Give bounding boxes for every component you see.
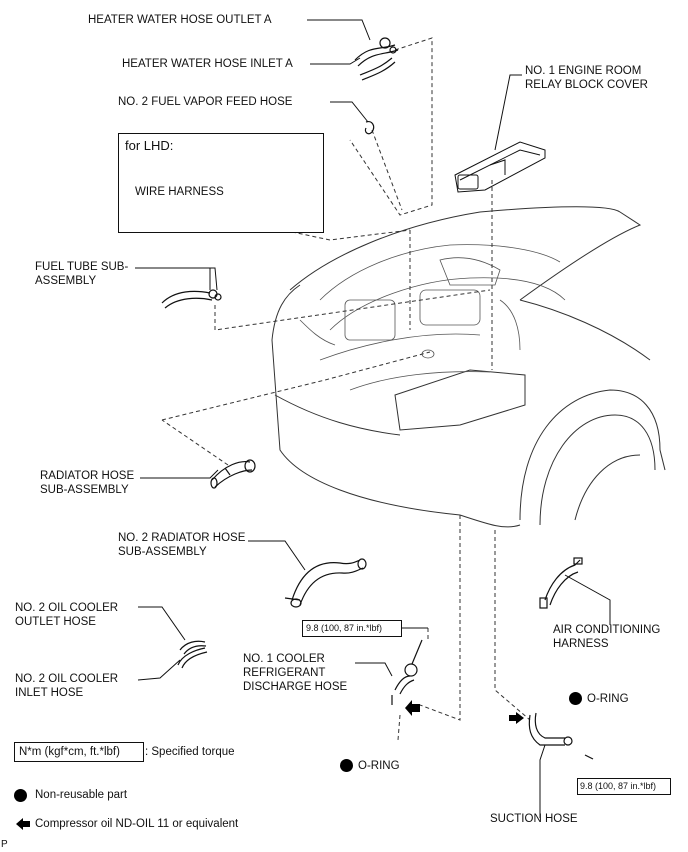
legend-non-reusable-text: Non-reusable part: [35, 789, 128, 801]
oil-cooler-hoses-part: [177, 640, 208, 669]
label-heater-inlet: HEATER WATER HOSE INLET A: [122, 58, 293, 70]
legend-torque-units: N*m (kgf*cm, ft.*lbf): [19, 746, 120, 758]
fuel-vapor-hose-part: [364, 121, 375, 135]
dashed-leader-lines: [161, 37, 531, 741]
lhd-inset-box: [118, 133, 324, 233]
label-for-lhd: for LHD:: [125, 138, 174, 153]
cooler-discharge-hose-part: [391, 639, 423, 705]
label-relay-cover-line1: NO. 1 ENGINE ROOM: [525, 65, 642, 77]
label-ac-harness-line1: AIR CONDITIONING: [553, 624, 661, 636]
legend-arrow-icon: [16, 818, 30, 830]
label-cooler-discharge-line1: NO. 1 COOLER: [243, 653, 325, 665]
legend-compressor-oil-text: Compressor oil ND-OIL 11 or equivalent: [35, 818, 239, 830]
label-ac-harness-line2: HARNESS: [553, 638, 609, 650]
label-oil-inlet-line1: NO. 2 OIL COOLER: [15, 673, 119, 685]
legend-non-reusable-dot: [14, 789, 27, 802]
label-wire-harness: WIRE HARNESS: [135, 186, 224, 198]
label-cooler-discharge-line3: DISCHARGE HOSE: [243, 681, 348, 693]
legend-torque-desc: : Specified torque: [145, 746, 235, 758]
non-reusable-dot-left: [340, 759, 353, 772]
torque-value-left: 9.8 (100, 87 in.*lbf): [306, 623, 383, 633]
label-o-ring-right: O-RING: [587, 693, 629, 705]
torque-box-right: [577, 778, 671, 795]
ac-harness-part: [539, 557, 583, 609]
label-fuel-tube-line2: ASSEMBLY: [35, 275, 97, 287]
engine-bay-components: [299, 244, 566, 391]
torque-box-left: [302, 620, 402, 637]
radiator-hose-part: [210, 459, 256, 489]
relay-block-cover-part: [454, 141, 546, 193]
label-radiator-hose-line2: SUB-ASSEMBLY: [40, 484, 129, 496]
label-oil-outlet-line1: NO. 2 OIL COOLER: [15, 602, 119, 614]
label-fuel-vapor: NO. 2 FUEL VAPOR FEED HOSE: [118, 96, 293, 108]
label-oil-outlet-line2: OUTLET HOSE: [15, 616, 96, 628]
compressor-oil-arrow-right: [509, 712, 524, 724]
label-o-ring-left: O-RING: [358, 760, 400, 772]
torque-value-right: 9.8 (100, 87 in.*lbf): [580, 781, 657, 791]
label-radiator-hose-line1: RADIATOR HOSE: [40, 470, 135, 482]
label-cooler-discharge-line2: REFRIGERANT: [243, 667, 326, 679]
compressor-oil-arrow-left: [405, 700, 420, 716]
figure-id: P: [1, 839, 8, 850]
non-reusable-dot-right: [569, 692, 582, 705]
suction-hose-part: [528, 712, 594, 760]
no2-radiator-hose-part: [284, 558, 367, 608]
label-heater-outlet: HEATER WATER HOSE OUTLET A: [88, 14, 272, 26]
heater-water-hoses-part: [354, 37, 399, 81]
vehicle-body-outline: [271, 206, 666, 528]
label-suction-hose: SUCTION HOSE: [490, 813, 578, 825]
legend-torque-box: [14, 742, 144, 762]
label-fuel-tube-line1: FUEL TUBE SUB-: [35, 261, 129, 273]
label-no2-radiator-line1: NO. 2 RADIATOR HOSE: [118, 532, 246, 544]
label-relay-cover-line2: RELAY BLOCK COVER: [525, 79, 648, 91]
label-no2-radiator-line2: SUB-ASSEMBLY: [118, 546, 207, 558]
label-oil-inlet-line2: INLET HOSE: [15, 687, 84, 699]
fuel-tube-part: [161, 289, 222, 309]
